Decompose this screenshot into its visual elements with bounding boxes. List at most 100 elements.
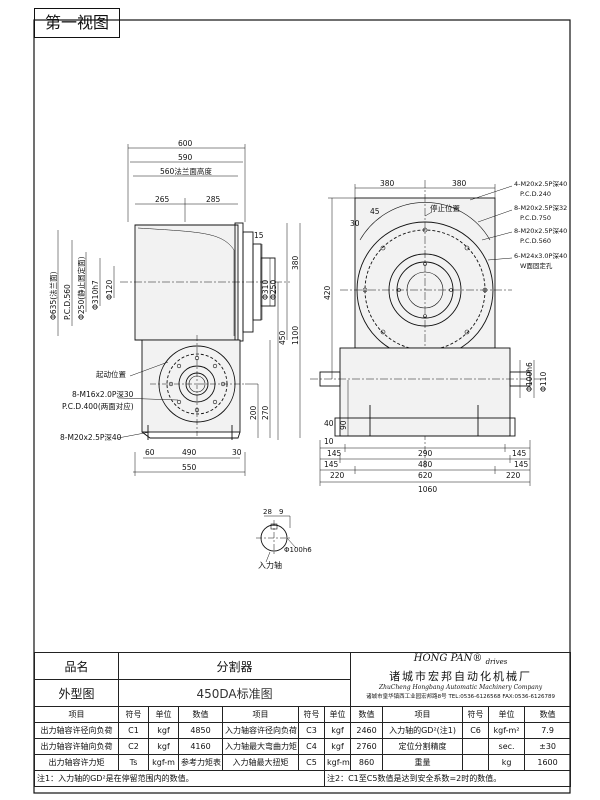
header-cell: 单位 bbox=[323, 706, 352, 723]
title-block: 品名 分割器 HONG PAN® drives 诸城市宏邦自动化机械厂 ZhuC… bbox=[34, 652, 572, 787]
note-4-sub: W面固定孔 bbox=[520, 261, 553, 270]
dim-490: 490 bbox=[182, 448, 197, 457]
spec-cell: kgf-m bbox=[148, 754, 179, 771]
brand-logo: HONG PAN® drives bbox=[413, 653, 508, 667]
front-view bbox=[57, 144, 301, 476]
dim-200: 200 bbox=[249, 405, 258, 420]
spec-cell: kgf bbox=[323, 722, 352, 739]
dim-9: 9 bbox=[279, 508, 283, 516]
spec-cell: kg bbox=[488, 754, 526, 771]
dim-10: 10 bbox=[324, 437, 334, 446]
dim-total-1060: 1060 bbox=[418, 485, 437, 494]
side-view bbox=[310, 180, 540, 486]
product-name-label: 品名 bbox=[34, 652, 119, 680]
header-cell: 项目 bbox=[382, 706, 464, 723]
company-name-en: ZhuCheng Hongbang Automatic Machinery Co… bbox=[378, 684, 543, 691]
dim-1100: 1100 bbox=[291, 326, 300, 345]
dim-450: 450 bbox=[278, 330, 287, 345]
spec-cell: 入力轴的GD²(注1) bbox=[382, 722, 464, 739]
dim-15: 15 bbox=[254, 231, 264, 240]
dim-285: 285 bbox=[206, 195, 221, 204]
spec-cell: 参考力矩表 bbox=[178, 754, 223, 771]
dim-40: 40 bbox=[324, 419, 334, 428]
spec-cell bbox=[462, 738, 490, 755]
dim-phi310h7: Φ310h7 bbox=[91, 280, 100, 310]
spec-cell: kgf bbox=[148, 722, 179, 739]
spec-cell: kgf bbox=[148, 738, 179, 755]
spec-cell: 入力轴最大扭矩 bbox=[222, 754, 299, 771]
dim-phi110: Φ110 bbox=[539, 372, 548, 392]
dim-420: 420 bbox=[323, 285, 332, 300]
dim-flange-height: 560法兰面高度 bbox=[160, 166, 212, 176]
company-info: HONG PAN® drives 诸城市宏邦自动化机械厂 ZhuCheng Ho… bbox=[350, 652, 572, 707]
spec-cell: 4850 bbox=[178, 722, 223, 739]
bolt-a-pcd-label: P.C.D.400(两面对应) bbox=[62, 401, 134, 411]
start-position-label: 起动位置 bbox=[96, 369, 126, 379]
dim-shaft-phi100h6: Φ100h6 bbox=[284, 546, 312, 554]
spec-cell: 入力轴容许径向负荷 bbox=[222, 722, 299, 739]
dim-pcd560: P.C.D.560 bbox=[63, 284, 72, 320]
spec-row: 出力轴容许轴向负荷 C2 kgf 4160 入力轴最大弯曲力矩 C4 kgf 2… bbox=[34, 738, 572, 755]
header-cell: 项目 bbox=[222, 706, 299, 723]
row1-left: 145 bbox=[327, 449, 342, 458]
input-shaft-label: 入力轴 bbox=[258, 560, 282, 570]
note-4: 6-M24x3.0P深40 bbox=[514, 251, 567, 260]
spec-cell: C6 bbox=[462, 722, 490, 739]
dim-phi250-stop: Φ250(静止圆定面) bbox=[76, 256, 86, 320]
dim-270: 270 bbox=[261, 405, 270, 420]
spec-row: 出力轴容许径向负荷 C1 kgf 4850 入力轴容许径向负荷 C3 kgf 2… bbox=[34, 722, 572, 739]
row3-mid: 620 bbox=[418, 471, 433, 480]
spec-cell: C4 bbox=[298, 738, 325, 755]
spec-cell: sec. bbox=[488, 738, 526, 755]
header-cell: 单位 bbox=[148, 706, 179, 723]
spec-header-row: 项目 符号 单位 数值 项目 符号 单位 数值 项目 符号 单位 数值 bbox=[34, 706, 572, 723]
spec-cell: ±30 bbox=[524, 738, 572, 755]
dim-590: 590 bbox=[178, 153, 193, 162]
dim-600: 600 bbox=[178, 139, 193, 148]
spec-cell: kgf-m bbox=[323, 754, 352, 771]
spec-cell: kgf bbox=[323, 738, 352, 755]
note-1: 4-M20x2.5P深40 bbox=[514, 179, 567, 188]
spec-cell: C1 bbox=[118, 722, 149, 739]
bolt-b-label: 8-M20x2.5P深40 bbox=[60, 433, 122, 442]
spec-cell: C3 bbox=[298, 722, 325, 739]
dim-90: 90 bbox=[339, 420, 348, 430]
bolt-a-label: 8-M16x2.0P深30 bbox=[72, 390, 134, 399]
notes-row: 注1：入力轴的GD²是在停留范围内的数值。 注2：C1至C5数值是达到安全系数=… bbox=[34, 770, 572, 787]
spec-cell: 2460 bbox=[350, 722, 384, 739]
row2-left: 145 bbox=[324, 460, 339, 469]
dim-phi250: Φ250 bbox=[269, 280, 278, 300]
header-cell: 数值 bbox=[350, 706, 384, 723]
header-cell: 符号 bbox=[462, 706, 490, 723]
note-2-text: 注2：C1至C5数值是达到安全系数=2时的数值。 bbox=[323, 770, 572, 787]
spec-row: 出力轴容许力矩 Ts kgf-m 参考力矩表 入力轴最大扭矩 C5 kgf-m … bbox=[34, 754, 572, 771]
header-cell: 符号 bbox=[298, 706, 325, 723]
view-title-tab: 第一视图 bbox=[34, 8, 120, 38]
spec-cell: 2760 bbox=[350, 738, 384, 755]
drawing-label: 外型图 bbox=[34, 679, 119, 707]
row2-right: 145 bbox=[514, 460, 529, 469]
dim-45-angle: 45 bbox=[370, 207, 380, 216]
company-address: 诸城市皇华镇西工业园宏邦路8号 TEL:0536-6126568 FAX:053… bbox=[366, 694, 555, 700]
dim-265: 265 bbox=[155, 195, 170, 204]
note-2: 8-M20x2.5P深32 bbox=[514, 203, 567, 212]
company-name-cn: 诸城市宏邦自动化机械厂 bbox=[389, 670, 533, 683]
spec-cell: Ts bbox=[118, 754, 149, 771]
dim-30: 30 bbox=[232, 448, 242, 457]
dim-550: 550 bbox=[182, 463, 197, 472]
sheet-border bbox=[33, 19, 571, 794]
spec-cell: 4160 bbox=[178, 738, 223, 755]
spec-cell: 出力轴容许力矩 bbox=[34, 754, 119, 771]
dim-phi120: Φ120 bbox=[105, 280, 114, 300]
spec-cell: C2 bbox=[118, 738, 149, 755]
header-cell: 数值 bbox=[178, 706, 223, 723]
spec-cell: 860 bbox=[350, 754, 384, 771]
note-1-pcd: P.C.D.240 bbox=[520, 190, 551, 198]
row3-left: 220 bbox=[330, 471, 345, 480]
dim-380-b: 380 bbox=[452, 179, 467, 188]
dim-30-angle: 30 bbox=[350, 219, 360, 228]
spec-cell: 1600 bbox=[524, 754, 572, 771]
spec-cell: C5 bbox=[298, 754, 325, 771]
note-2-pcd: P.C.D.750 bbox=[520, 214, 551, 222]
